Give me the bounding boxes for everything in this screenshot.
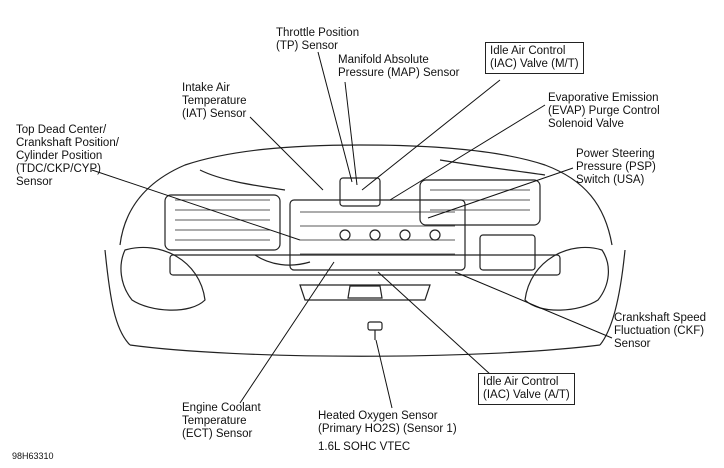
label-throttle-position: Throttle Position (TP) Sensor bbox=[276, 27, 360, 52]
left-headlight bbox=[120, 246, 206, 311]
leader-tdc bbox=[91, 169, 301, 241]
emblem bbox=[347, 285, 383, 299]
leader-psp bbox=[427, 167, 574, 219]
engine-block bbox=[289, 199, 466, 271]
leader-evap bbox=[389, 104, 546, 201]
label-crankshaft-speed-fluctuation: Crankshaft Speed Fluctuation (CKF) Senso… bbox=[614, 312, 707, 350]
leader-iac-mt bbox=[361, 79, 501, 191]
label-idle-air-control-mt: Idle Air Control (IAC) Valve (M/T) bbox=[485, 42, 584, 74]
label-intake-air-temperature: Intake Air Temperature (IAT) Sensor bbox=[182, 82, 247, 120]
label-power-steering-pressure: Power Steering Pressure (PSP) Switch (US… bbox=[576, 148, 656, 186]
battery bbox=[479, 234, 536, 271]
vehicle-body-outline bbox=[119, 144, 613, 246]
diagram-caption: 1.6L SOHC VTEC bbox=[318, 441, 411, 453]
valve-cover bbox=[419, 179, 541, 226]
right-headlight bbox=[524, 246, 609, 311]
leader-lines bbox=[91, 51, 613, 409]
leader-ckf bbox=[454, 271, 613, 339]
label-manifold-absolute-pressure: Manifold Absolute Pressure (MAP) Sensor bbox=[338, 54, 460, 79]
leader-tp bbox=[317, 51, 353, 183]
label-idle-air-control-at: Idle Air Control (IAC) Valve (A/T) bbox=[478, 373, 575, 405]
label-evap-purge-control: Evaporative Emission (EVAP) Purge Contro… bbox=[548, 92, 660, 130]
figure-id: 98H63310 bbox=[12, 451, 54, 461]
leader-iac-at bbox=[377, 271, 503, 386]
leader-map bbox=[344, 81, 358, 186]
throttle-body bbox=[339, 177, 381, 207]
oxygen-sensor-part bbox=[367, 321, 383, 331]
label-engine-coolant-temperature: Engine Coolant Temperature (ECT) Sensor bbox=[182, 402, 261, 440]
grille bbox=[299, 284, 431, 301]
leader-ect bbox=[239, 261, 335, 404]
label-heated-oxygen-sensor: Heated Oxygen Sensor (Primary HO2S) (Sen… bbox=[318, 410, 457, 435]
label-top-dead-center: Top Dead Center/ Crankshaft Position/ Cy… bbox=[16, 124, 119, 188]
leader-ho2s bbox=[375, 339, 393, 409]
leader-iat bbox=[249, 116, 324, 191]
radiator-support bbox=[169, 254, 561, 276]
air-intake-box bbox=[164, 194, 281, 251]
